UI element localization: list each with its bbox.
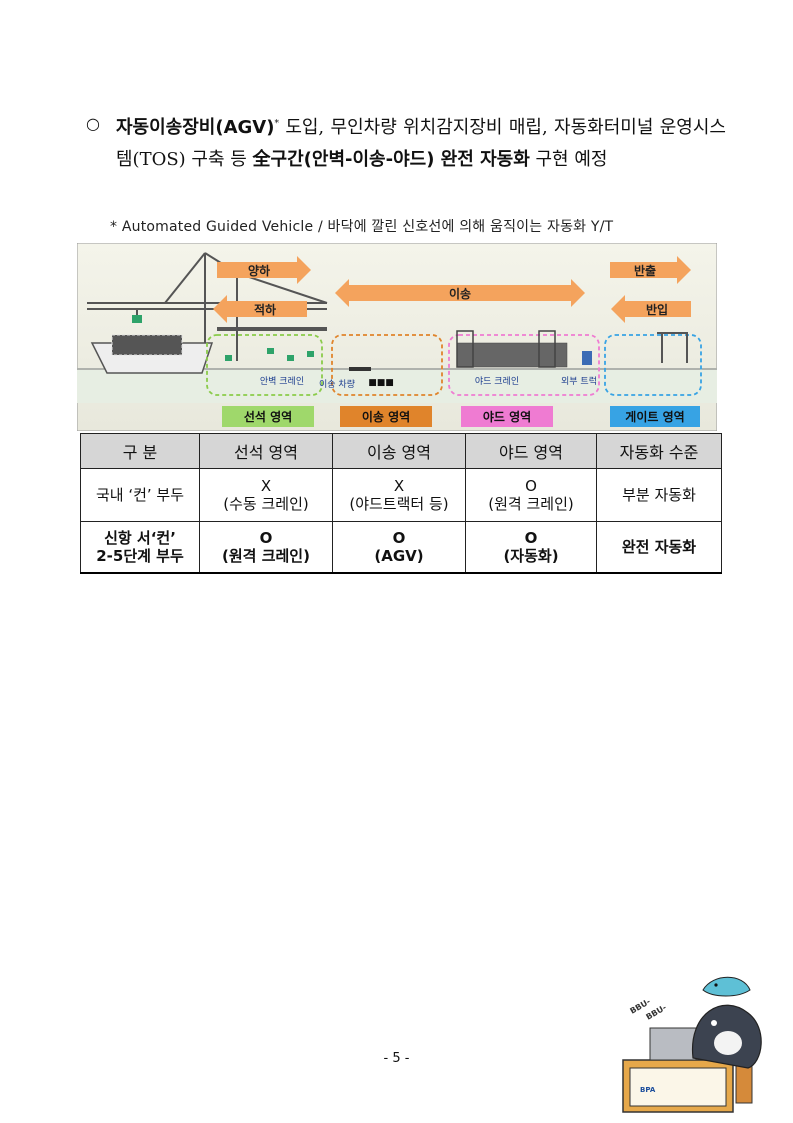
- bullet-paragraph: ○ 자동이송장비(AGV)* 도입, 무인차량 위치감지장비 매립, 자동화터미…: [86, 108, 726, 176]
- automation-level: 완전 자동화: [596, 521, 722, 574]
- unload-label: 양하: [248, 263, 270, 278]
- automation-level: 부분 자동화: [596, 468, 722, 522]
- svg-text:이송 영역: 이송 영역: [362, 409, 410, 424]
- table-header-row: 구 분 선석 영역 이송 영역 야드 영역 자동화 수준: [80, 433, 722, 469]
- crane-spreader: [132, 315, 142, 323]
- header-yard: 야드 영역: [465, 433, 597, 469]
- cell: O(원격 크레인): [465, 468, 597, 522]
- zone-badge-berth: 선석 영역: [222, 406, 314, 427]
- gate-structure: [657, 332, 688, 363]
- transfer-arrow: 이송: [335, 279, 585, 307]
- zone-badge-transfer: 이송 영역: [340, 406, 432, 427]
- bullet-text-2: 구현 예정: [529, 149, 608, 170]
- footnote: * Automated Guided Vehicle / 바닥에 깔린 신호선에…: [110, 219, 614, 235]
- yard-containers: [456, 330, 568, 368]
- vehicle-dots: ■■■: [368, 378, 394, 388]
- external-truck-label: 외부 트럭: [561, 375, 597, 387]
- external-truck: [582, 351, 592, 365]
- table-row: 신항 서‘컨’2-5단계 부두 O(원격 크레인) O(AGV) O(자동화) …: [80, 521, 722, 574]
- svg-text:야드 영역: 야드 영역: [483, 409, 531, 424]
- cell: X(야드트랙터 등): [332, 468, 466, 522]
- header-transfer: 이송 영역: [332, 433, 466, 469]
- row-label: 국내 ‘컨’ 부두: [80, 468, 200, 522]
- terminal-automation-diagram: 양하 적하 이송 반출 반입 안벽 크레인 이송 차량 ■■■ 야드 크레인 외…: [77, 243, 717, 431]
- svg-text:게이트 영역: 게이트 영역: [625, 409, 684, 424]
- gate-in-arrow: 반입: [611, 295, 691, 323]
- bullet-text: 자동이송장비(AGV)* 도입, 무인차량 위치감지장비 매립, 자동화터미널 …: [116, 108, 726, 176]
- transfer-zone-outline: [331, 334, 443, 396]
- quay-zone-outline: [206, 334, 323, 396]
- yard-zone-outline: [448, 334, 600, 396]
- mascot-illustration: BPA BBU- BBU-: [622, 976, 762, 1113]
- transfer-label: 이송: [449, 286, 471, 301]
- desk-sign: BPA: [640, 1086, 656, 1094]
- dolphin-icon: [702, 976, 751, 997]
- full-automation-term: 全구간(안벽-이송-야드) 완전 자동화: [252, 149, 530, 170]
- header-berth: 선석 영역: [199, 433, 333, 469]
- unload-arrow: 양하: [217, 256, 311, 284]
- row-label: 신항 서‘컨’2-5단계 부두: [80, 521, 200, 574]
- svg-text:선석 영역: 선석 영역: [244, 409, 292, 424]
- cell: O(원격 크레인): [199, 521, 333, 574]
- load-label: 적하: [254, 302, 276, 317]
- cell: O(AGV): [332, 521, 466, 574]
- footnote-ref: *: [274, 119, 279, 129]
- ship-icon: [90, 334, 214, 374]
- gate-zone-outline: [604, 334, 702, 396]
- comparison-table: 구 분 선석 영역 이송 영역 야드 영역 자동화 수준 국내 ‘컨’ 부두 X…: [80, 433, 722, 574]
- yard-crane-label: 야드 크레인: [475, 376, 519, 387]
- load-arrow: 적하: [213, 295, 307, 323]
- transfer-vehicle-label: 이송 차량: [319, 378, 355, 390]
- cell: O(자동화): [465, 521, 597, 574]
- zone-badge-gate: 게이트 영역: [610, 406, 700, 427]
- gate-out-arrow: 반출: [610, 256, 691, 284]
- cell: X(수동 크레인): [199, 468, 333, 522]
- ground: [77, 368, 717, 403]
- header-category: 구 분: [80, 433, 200, 469]
- zone-badge-yard: 야드 영역: [461, 406, 553, 427]
- quay-crane-label: 안벽 크레인: [260, 376, 304, 387]
- table-row: 국내 ‘컨’ 부두 X(수동 크레인) X(야드트랙터 등) O(원격 크레인)…: [80, 468, 722, 522]
- bullet-marker: ○: [86, 114, 100, 133]
- page-number: - 5 -: [383, 1051, 410, 1066]
- header-level: 자동화 수준: [596, 433, 722, 469]
- gate-in-label: 반입: [646, 302, 668, 317]
- gate-out-label: 반출: [634, 263, 656, 278]
- laptop-icon: [649, 1027, 697, 1061]
- agv-term: 자동이송장비(AGV): [116, 117, 275, 138]
- bullet-text-1: 도입, 무인차량 위치감지장비 매립, 자동화터미널 운영시스템(TOS) 구축…: [116, 117, 726, 170]
